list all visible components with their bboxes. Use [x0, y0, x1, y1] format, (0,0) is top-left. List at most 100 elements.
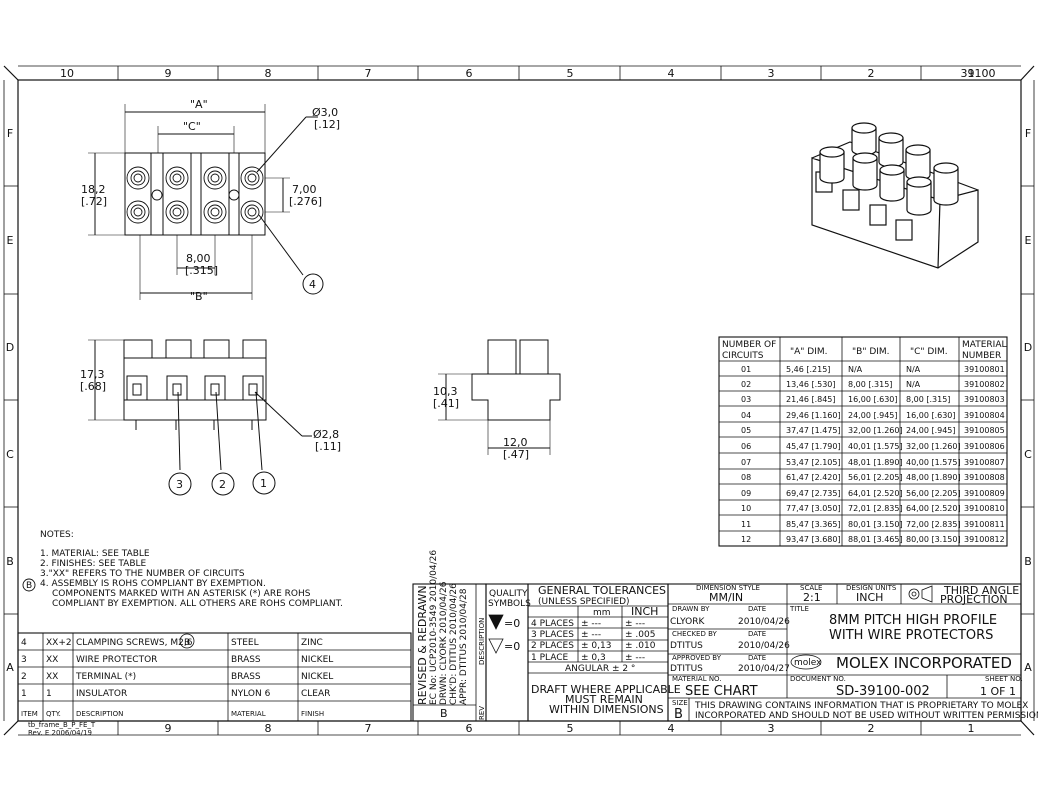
col-label: 7: [365, 722, 372, 735]
bom-header: FINISH: [301, 710, 324, 718]
col-label: 9: [165, 722, 172, 735]
title-label: TITLE: [789, 605, 809, 613]
note-line: 3."XX" REFERS TO THE NUMBER OF CIRCUITS: [40, 569, 245, 579]
design-units-label: DESIGN UNITS: [846, 584, 897, 592]
table-cell: 56,00 [2.205]: [906, 489, 961, 498]
row-label: F: [1025, 127, 1031, 140]
table-cell: 39100811: [964, 520, 1005, 529]
table-cell: 39100804: [964, 411, 1005, 420]
note-line: 4. ASSEMBLY IS ROHS COMPLIANT BY EXEMPTI…: [40, 579, 266, 589]
table-cell: 16,00 [.630]: [848, 395, 898, 404]
table-cell: 64,01 [2.520]: [848, 489, 903, 498]
scale: 2:1: [803, 591, 821, 604]
tol-row: ± ---: [625, 653, 645, 663]
rev-line: DRWN: CLYORK 2010/04/26: [439, 581, 449, 705]
checked-date-label: DATE: [748, 630, 766, 638]
table-cell: 04: [741, 411, 751, 420]
table-cell: 80,01 [3.150]: [848, 520, 903, 529]
col-label: 2: [868, 67, 875, 80]
tol-draft: MUST REMAIN: [565, 693, 643, 706]
bom-header: QTY.: [46, 710, 61, 718]
tol-draft: WITHIN DIMENSIONS: [549, 703, 664, 716]
rev-line: CHK'D: DTITUS 2010/04/26: [449, 583, 459, 705]
table-cell: 72,01 [2.835]: [848, 504, 903, 513]
table-cell: 09: [741, 489, 751, 498]
company-name: MOLEX INCORPORATED: [836, 654, 1012, 672]
quality-symbols-label: SYMBOLS: [488, 599, 531, 609]
dim-b: "B": [190, 290, 208, 303]
tol-angular: ANGULAR ± 2 °: [565, 664, 635, 674]
table-cell: 11: [741, 520, 751, 529]
table-cell: 39100807: [964, 458, 1005, 467]
table-cell: 61,47 [2.420]: [786, 473, 841, 482]
table-cell: 56,01 [2.205]: [848, 473, 903, 482]
table-cell: 64,00 [2.520]: [906, 504, 961, 513]
bom-cell: NICKEL: [301, 655, 333, 665]
drawing-title: WITH WIRE PROTECTORS: [829, 628, 993, 643]
scale-label: SCALE: [800, 584, 822, 592]
table-cell: 24,00 [.945]: [906, 426, 956, 435]
table-cell: 69,47 [2.735]: [786, 489, 841, 498]
table-header: CIRCUITS: [722, 351, 764, 361]
sheet-number: 1 OF 1: [980, 685, 1016, 698]
checked-by: DTITUS: [670, 641, 703, 651]
table-cell: 8,00 [.315]: [906, 395, 950, 404]
side-h: 10,3: [433, 385, 458, 398]
approved-label: APPROVED BY: [672, 654, 722, 662]
bom-header: MATERIAL: [231, 710, 266, 718]
bom-cell: WIRE PROTECTOR: [76, 655, 157, 665]
col-label: 9: [165, 67, 172, 80]
table-header: "C" DIM.: [910, 347, 948, 357]
table-cell: 39100802: [964, 380, 1005, 389]
rev-triangle: [22, 578, 36, 592]
front-view-dims: 17,3 [.68] Ø2,8 [.11] 3 2 1: [80, 368, 341, 491]
quality-label: QUALITY: [489, 589, 528, 599]
row-label: B: [1024, 555, 1032, 568]
side-w: 12,0: [503, 436, 528, 449]
column-labels-top: 10 9 8 7 6 5 4 3 2 1: [60, 67, 975, 80]
table-header: NUMBER OF: [722, 340, 776, 350]
table-header: MATERIAL: [962, 340, 1007, 350]
table-cell: 08: [741, 473, 751, 482]
balloon-4: 4: [309, 278, 316, 291]
tol-row: ± .005: [625, 630, 655, 640]
table-cell: 24,00 [.945]: [848, 411, 898, 420]
bom-cell: 1: [46, 689, 52, 699]
row-label: E: [1025, 234, 1032, 247]
col-label: 8: [265, 67, 272, 80]
tol-row: ± ---: [581, 619, 601, 629]
bom-cell: CLAMPING SCREWS, M2,6: [76, 638, 193, 648]
col-label: 8: [265, 722, 272, 735]
tol-mm: mm: [593, 608, 611, 618]
table-cell: 8,00 [.315]: [848, 380, 892, 389]
rev-title: REVISED & REDRAWN: [416, 585, 429, 705]
dim-a: "A": [190, 98, 208, 111]
column-ticks: [4, 66, 1034, 735]
drawn-date-label: DATE: [748, 605, 766, 613]
tol-draft: DRAFT WHERE APPLICABLE: [531, 683, 681, 696]
col-label: 4: [668, 67, 675, 80]
row-label: E: [7, 234, 14, 247]
table-cell: 40,01 [1.575]: [848, 442, 903, 451]
tol-row: 4 PLACES: [531, 619, 574, 629]
dim-h2: 17,3: [80, 368, 105, 381]
bom-cell: BRASS: [231, 655, 261, 665]
table-cell: 39100809: [964, 489, 1005, 498]
dim-h1-in: [.72]: [81, 195, 107, 208]
tol-inch: INCH: [631, 605, 658, 618]
bom-rev-mark: B: [184, 638, 190, 648]
col-label: 1: [968, 67, 975, 80]
row-label: A: [1024, 661, 1032, 674]
top-view-dims: "A" "C" "B" Ø3,0 [.12] 18,2 [.72] 7,00 […: [81, 98, 340, 303]
tol-row: 3 PLACES: [531, 630, 574, 640]
tol-row: 2 PLACES: [531, 641, 574, 651]
bom-cell: ZINC: [301, 638, 323, 648]
table-cell: 45,47 [1.790]: [786, 442, 841, 451]
rev-line: APPR: DTITUS 2010/04/28: [459, 588, 469, 705]
hole-dia: Ø3,0: [312, 106, 338, 119]
bom-cell: 4: [21, 638, 27, 648]
table-cell: 05: [741, 426, 751, 435]
table-cell: 39100812: [964, 535, 1005, 544]
bom-cell: XX+2: [46, 638, 72, 648]
note-line: COMPONENTS MARKED WITH AN ASTERISK (*) A…: [52, 589, 311, 599]
